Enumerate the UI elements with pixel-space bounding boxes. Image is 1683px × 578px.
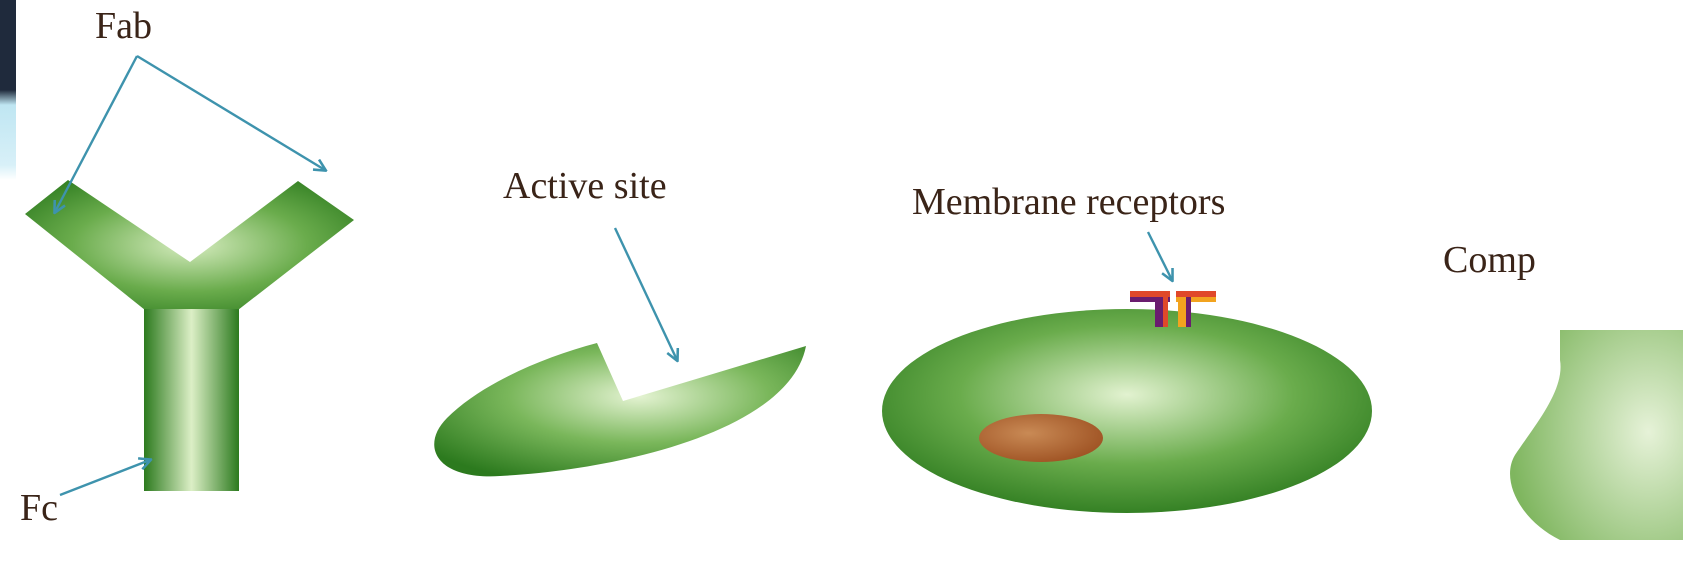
label-membrane-receptors: Membrane receptors — [912, 181, 1225, 223]
complement-shape-partial — [1510, 324, 1683, 540]
cell-nucleus — [979, 414, 1103, 462]
label-active-site: Active site — [503, 165, 667, 207]
right-edge-crop — [1556, 250, 1683, 330]
antibody-fc-stem — [144, 309, 239, 491]
arrow-active-site — [615, 228, 677, 360]
label-fab: Fab — [95, 5, 152, 47]
label-complement-partial: Comp — [1443, 239, 1536, 281]
arrow-fab-right — [137, 56, 325, 170]
slide-edge-bar — [0, 0, 16, 300]
arrow-fc — [60, 460, 150, 495]
antibody-shape — [25, 180, 354, 491]
cell-body — [882, 309, 1372, 513]
arrow-membrane-receptors — [1148, 232, 1172, 280]
arrow-fab-left — [55, 56, 137, 212]
enzyme-shape — [434, 343, 806, 476]
label-fc: Fc — [20, 487, 58, 529]
antibody-fab-arms — [25, 180, 354, 310]
